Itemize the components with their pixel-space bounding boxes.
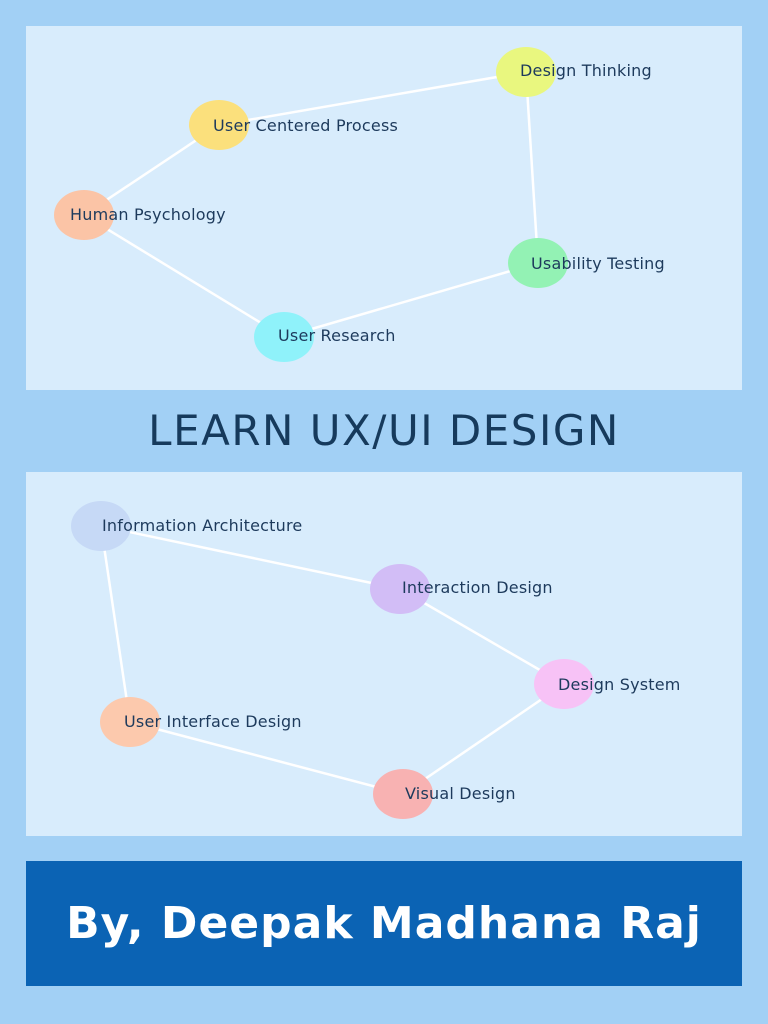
node-human-psychology-bubble — [54, 190, 114, 240]
top-edge-user-research-to-human-psychology — [83, 213, 285, 339]
node-design-thinking-label: Design Thinking — [520, 61, 652, 80]
author-banner: By, Deepak Madhana Raj — [26, 861, 742, 986]
node-usability-testing-bubble — [508, 238, 568, 288]
node-user-centered-process-bubble — [189, 100, 249, 150]
top-edge-design-thinking-to-usability-testing — [524, 71, 540, 264]
node-user-research-bubble — [254, 312, 314, 362]
node-interaction-design-bubble — [370, 564, 430, 614]
top-edge-user-centered-process-to-design-thinking — [218, 70, 527, 127]
node-user-interface-design-label: User Interface Design — [124, 712, 302, 731]
bottom-edge-interaction-design-to-design-system — [399, 587, 565, 686]
bottom-edge-design-system-to-visual-design — [402, 682, 565, 796]
node-usability-testing-label: Usability Testing — [531, 254, 665, 273]
author-name: By, Deepak Madhana Raj — [66, 898, 702, 949]
node-user-centered-process-label: User Centered Process — [213, 116, 399, 135]
page-title: LEARN UX/UI DESIGN — [148, 406, 620, 455]
node-design-system-label: Design System — [558, 675, 681, 694]
node-visual-design-label: Visual Design — [405, 784, 516, 803]
node-interaction-design-label: Interaction Design — [402, 578, 553, 597]
top-mind-map-edges — [54, 47, 568, 362]
node-visual-design-bubble — [373, 769, 433, 819]
bottom-edge-visual-design-to-user-interface-design — [129, 720, 404, 796]
top-edge-usability-testing-to-user-research — [283, 261, 539, 339]
bottom-edge-information-architecture-to-interaction-design — [100, 524, 401, 591]
node-human-psychology-label: Human Psychology — [70, 205, 226, 224]
node-information-architecture-bubble — [71, 501, 131, 551]
node-user-research-label: User Research — [278, 326, 396, 345]
node-design-thinking-bubble — [496, 47, 556, 97]
bottom-edge-user-interface-design-to-information-architecture — [99, 525, 132, 723]
node-user-interface-design-bubble — [100, 697, 160, 747]
bottom-mind-map-edges — [71, 501, 594, 819]
node-design-system-bubble — [534, 659, 594, 709]
node-information-architecture-label: Information Architecture — [102, 516, 303, 535]
